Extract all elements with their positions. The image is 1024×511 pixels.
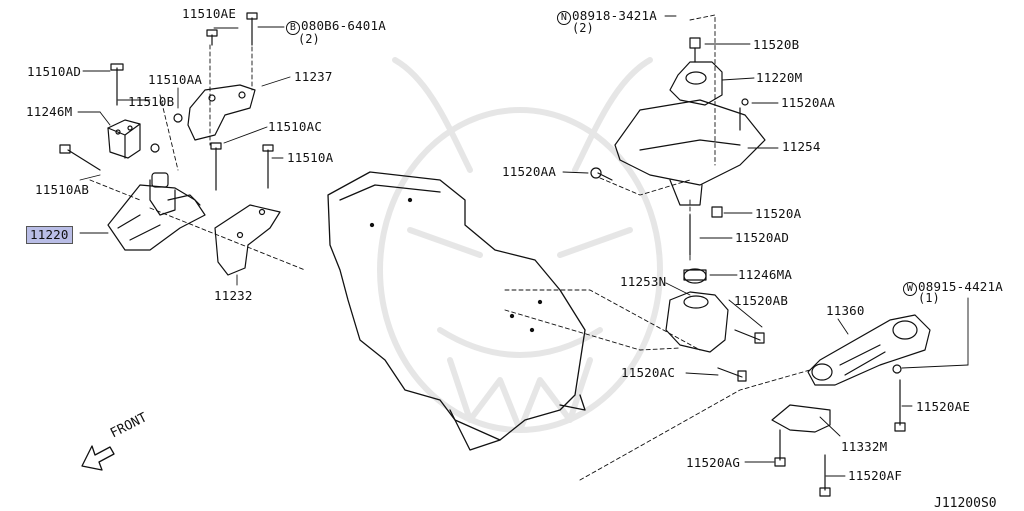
label-11246MA: 11246MA: [738, 267, 793, 282]
label-11220-highlighted[interactable]: 11220: [26, 226, 73, 244]
label-11237: 11237: [294, 69, 333, 84]
label-11520AF: 11520AF: [848, 468, 903, 483]
front-arrow-icon: [81, 445, 115, 471]
label-11510AC: 11510AC: [268, 119, 323, 134]
label-11510AE: 11510AE: [182, 6, 237, 21]
label-11232: 11232: [214, 288, 253, 303]
label-11253N: 11253N: [620, 274, 667, 289]
label-11510B: 11510B: [128, 94, 175, 109]
bracket-11232: [214, 204, 281, 276]
label-11220M: 11220M: [756, 70, 803, 85]
mount-11220: [107, 172, 206, 251]
assembly-dashed-lines: [89, 14, 811, 481]
label-11246M: 11246M: [26, 104, 73, 119]
prefix-b-icon: B: [286, 21, 300, 35]
label-11520AA-top: 11520AA: [781, 95, 836, 110]
prefix-n-icon: N: [557, 11, 571, 25]
bracket-11254: [590, 98, 766, 284]
label-11360: 11360: [826, 303, 865, 318]
rod-11360: [807, 314, 931, 432]
label-11510AA: 11510AA: [148, 72, 203, 87]
label-11520AB: 11520AB: [734, 293, 789, 308]
watermark-emblem: [377, 57, 663, 433]
leader-lines: [77, 15, 969, 477]
label-11332M: 11332M: [841, 439, 888, 454]
qty-080B6: (2): [298, 32, 320, 46]
label-11520AG: 11520AG: [686, 455, 741, 470]
mount-11220M: [669, 37, 723, 106]
bracket-11237: [187, 84, 256, 141]
label-11254: 11254: [782, 139, 821, 154]
label-11510A: 11510A: [287, 150, 334, 165]
prefix-w-icon: W: [903, 282, 917, 296]
block-11246M: [107, 119, 141, 159]
bracket-11332M: [771, 404, 831, 497]
label-11520AD: 11520AD: [735, 230, 790, 245]
label-11520AC: 11520AC: [621, 365, 676, 380]
label-11520B: 11520B: [753, 37, 800, 52]
label-11520AA-left: 11520AA: [502, 164, 557, 179]
label-11520A: 11520A: [755, 206, 802, 221]
label-11510AD: 11510AD: [27, 64, 82, 79]
engine-block: [327, 171, 586, 451]
label-11510AB: 11510AB: [35, 182, 90, 197]
qty-08918: (2): [572, 21, 594, 35]
qty-08915: (1): [918, 291, 940, 305]
diagram-code: J11200S0: [934, 496, 997, 511]
bolts-left: [59, 12, 274, 191]
label-11520AE: 11520AE: [916, 399, 971, 414]
mount-11253N: [665, 291, 765, 382]
